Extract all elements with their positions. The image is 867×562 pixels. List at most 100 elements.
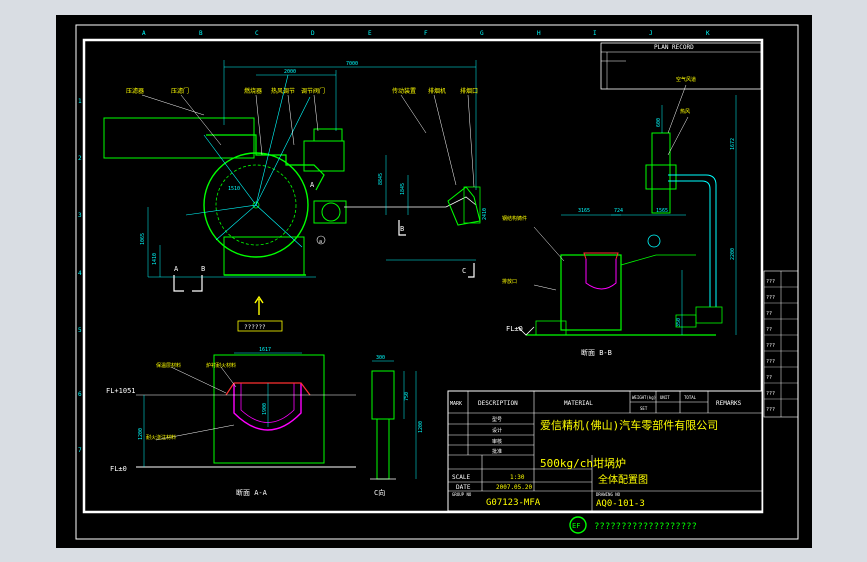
column-label: D <box>311 30 315 37</box>
bb-burner <box>645 164 677 190</box>
bb-dim-3: 1565 <box>656 208 668 214</box>
assembly-drawing: A B C D E F G H I J K 1 2 3 4 5 6 7 PLAN… <box>75 24 799 540</box>
section-marker-b: B <box>201 265 205 273</box>
tb-drawing-label: DRAWING NO <box>596 492 621 497</box>
label-exhaust-fan: 排烟机 <box>428 87 446 95</box>
tb-sub-weight: WEIGHT(kg) <box>632 395 656 400</box>
filter-housing <box>103 117 255 159</box>
bb-dim-5: 1672 <box>730 138 736 150</box>
bb-dim-2: 724 <box>614 208 623 214</box>
section-bb-text: 断面 B-B 钢结构铸件 空气风道 热风 排放口 3165 724 1565 2… <box>502 76 736 357</box>
aa-level-floor: FL±0 <box>110 465 127 473</box>
dim-base: 1065 <box>140 233 146 245</box>
revision-entry: ??? <box>766 295 775 301</box>
bb-dim-4: 2200 <box>730 248 736 260</box>
furnace-drum-inner <box>215 164 297 246</box>
exhaust-duct <box>344 196 477 208</box>
section-aa-text: 断面 A-A 保温层材料 炉衬耐火材料 耐火浇注材料 1617 1900 120… <box>106 347 271 497</box>
aa-pit-outline <box>213 354 325 464</box>
tb-date-label: DATE <box>456 484 471 491</box>
row-label: 2 <box>78 155 82 162</box>
row-label: 7 <box>78 447 82 454</box>
view-marker-box <box>237 320 283 332</box>
revision-entry: ??? <box>766 343 775 349</box>
furnace-drum <box>203 152 309 258</box>
row-label: 5 <box>78 327 82 334</box>
column-label: K <box>706 30 710 37</box>
label-hot-air: 热风调节 <box>271 87 295 95</box>
dim-height: 8845 <box>378 173 384 185</box>
row-label: 1 <box>78 98 82 105</box>
company-logo-icon <box>569 516 587 534</box>
sheet-inner-frame <box>82 38 764 514</box>
plan-record-title: PLAN RECORD <box>654 44 694 51</box>
revision-entry: ?? <box>766 327 772 333</box>
revision-entry: ??? <box>766 407 775 413</box>
c-box <box>371 370 395 420</box>
blower-body <box>303 140 345 172</box>
logo-text: EF <box>572 522 580 530</box>
aa-dim-width: 1617 <box>259 347 271 353</box>
view-marker-label: ?????? <box>244 324 266 331</box>
label-filter: 压滤器 <box>126 87 144 95</box>
label-damper: 调节阀门 <box>301 87 325 95</box>
dim-overall: 7000 <box>346 61 358 67</box>
tb-product: 500kg/ch坩埚炉 <box>540 456 626 470</box>
c-dim-width: 300 <box>376 355 385 361</box>
title-block: MARK DESCRIPTION MATERIAL REMARKS WEIGHT… <box>447 390 763 512</box>
revision-entry: ?? <box>766 375 772 381</box>
aa-label-insulation: 保温层材料 <box>156 362 181 369</box>
tb-row-design: 设计 <box>492 427 502 434</box>
bb-dim-6: 600 <box>656 118 662 127</box>
exhaust-stack <box>463 186 481 224</box>
detail-c-view <box>370 360 417 480</box>
column-label: H <box>537 30 541 37</box>
front-view-markers: A B B C A a <box>174 181 466 275</box>
tb-sub-set: SET <box>640 406 648 411</box>
tb-drawing-name: 全体配置图 <box>598 473 648 486</box>
fan-wheel <box>321 202 341 222</box>
c-leg <box>376 418 390 480</box>
revision-entry: ??? <box>766 359 775 365</box>
c-dim-box: 750 <box>404 392 410 401</box>
c-dim-total: 1200 <box>418 421 424 433</box>
bb-label-hot-air: 热风 <box>680 108 690 115</box>
cad-drawing-viewport[interactable]: A B C D E F G H I J K 1 2 3 4 5 6 7 PLAN… <box>56 15 812 548</box>
aa-dim-depth: 1900 <box>262 403 268 415</box>
drum-center <box>252 201 260 209</box>
aa-level-top: FL+1051 <box>106 387 136 395</box>
tb-header-mark: MARK <box>450 401 462 407</box>
section-bb-view <box>517 84 737 336</box>
tb-drawing-no: AQ0-101-3 <box>596 499 645 509</box>
grid-row-labels: 1 2 3 4 5 6 7 <box>78 98 82 454</box>
row-label: 3 <box>78 212 82 219</box>
view-arrow <box>254 295 264 315</box>
tb-scale-value: 1:30 <box>510 474 525 481</box>
tb-date-value: 2007.05.20 <box>496 484 533 491</box>
tb-header-material: MATERIAL <box>564 400 593 407</box>
plan-record-box: PLAN RECORD <box>600 42 762 90</box>
section-marker-b2: B <box>400 225 404 233</box>
detail-circle-label: a <box>319 239 322 245</box>
front-view-dimensions: 7000 2000 1510 8845 1845 1065 1410 2410 <box>140 61 488 265</box>
tb-header-remarks: REMARKS <box>716 400 742 407</box>
bb-dim-1: 3165 <box>578 208 590 214</box>
revision-entry: ??? <box>766 279 775 285</box>
revision-strip: ??? ??? ?? ?? ??? ??? ?? ??? ??? <box>763 270 799 418</box>
tb-company: 爱信精机(佛山)汽车零部件有限公司 <box>540 418 718 432</box>
chamber-hood <box>206 134 325 191</box>
label-burner: 燃烧器 <box>244 87 262 95</box>
label-exhaust-port: 排烟口 <box>460 87 478 95</box>
section-marker-a: A <box>174 265 179 273</box>
column-label: C <box>255 30 259 37</box>
tb-row-check: 审核 <box>492 438 502 445</box>
dim-drum: 1510 <box>228 186 240 192</box>
detail-c-text: C向 300 750 1200 <box>374 355 424 497</box>
bb-crucible <box>585 259 617 290</box>
fan-motor <box>313 200 347 224</box>
dim-exhaust: 2410 <box>482 208 488 220</box>
front-view <box>103 60 481 332</box>
footer: EF ??????????????????? <box>569 516 697 534</box>
footer-text: ??????????????????? <box>594 522 697 532</box>
aa-dim-height: 1200 <box>138 428 144 440</box>
